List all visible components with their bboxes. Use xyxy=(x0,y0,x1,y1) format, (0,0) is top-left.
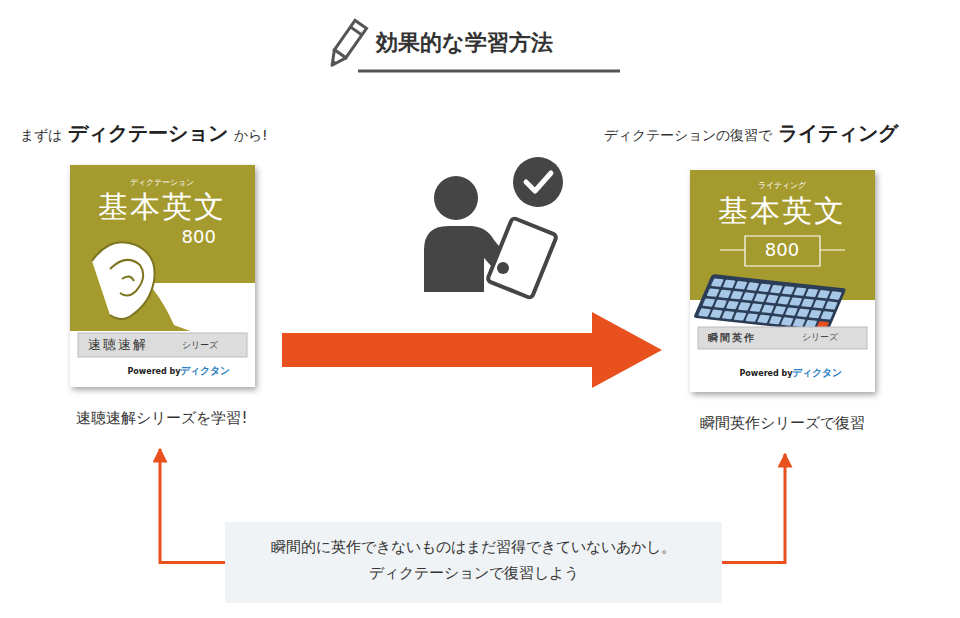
left-heading-row: まずはディクテーションから! xyxy=(20,120,268,147)
feedback-connector xyxy=(160,449,225,563)
book-cover-art: ライティング基本英文 800 瞬間英作 シリーズ Powered byディクタン xyxy=(690,170,875,392)
cover-text: 800 xyxy=(745,240,820,260)
cover-text: ライティング xyxy=(730,182,835,191)
title-underline xyxy=(358,70,620,73)
pencil-icon xyxy=(326,20,366,69)
caption-text: 瞬間英作シリーズで復習 xyxy=(662,414,902,432)
heading-text: から! xyxy=(234,127,268,145)
cover-text: 基本英文 xyxy=(78,190,247,223)
cover-text: 速聴速解 xyxy=(88,338,148,352)
cover-text: 瞬間英作 xyxy=(708,332,756,343)
cover-text: ディクテーション xyxy=(110,179,215,188)
right-heading-row: ディクテーションの復習でライティング xyxy=(604,120,898,147)
title-text: 効果的な学習方法 xyxy=(376,30,553,56)
heading-text: ディクテーションの復習で xyxy=(604,127,772,145)
flow-arrow xyxy=(282,312,662,388)
cover-text: ディクタン xyxy=(180,365,230,376)
cover-text: 基本英文 xyxy=(698,194,867,227)
person-icon xyxy=(424,157,563,299)
note-text: 瞬間的に英作できないものはまだ習得できていないあかし。 xyxy=(239,534,708,560)
note-box: 瞬間的に英作できないものはまだ習得できていないあかし。ディクテーションで復習しよ… xyxy=(225,522,722,603)
cover-text: シリーズ xyxy=(182,341,218,351)
cover-text: シリーズ xyxy=(802,333,838,343)
heading-text: ライティング xyxy=(778,120,898,147)
book-cover: ディクテーション基本英文 800 速聴速解 シリーズ Powered byディクタン速聴… xyxy=(42,160,282,449)
heading-text: まずは xyxy=(20,127,62,145)
cover-text: 800 xyxy=(182,227,216,247)
heading-text: ディクテーション xyxy=(68,120,228,147)
note-text: ディクテーションで復習しよう xyxy=(239,560,708,586)
feedback-connector xyxy=(722,454,785,563)
caption-text: 速聴速解シリーズを学習! xyxy=(42,409,282,427)
cover-text: Powered by xyxy=(128,368,181,377)
book-cover-art: ディクテーション基本英文 800 速聴速解 シリーズ Powered byディクタン xyxy=(70,165,255,387)
cover-text: Powered by xyxy=(740,370,793,379)
cover-text: ディクタン xyxy=(792,367,842,378)
book-cover: ライティング基本英文 800 瞬間英作 シリーズ Powered byディクタン瞬間英作… xyxy=(662,165,902,454)
